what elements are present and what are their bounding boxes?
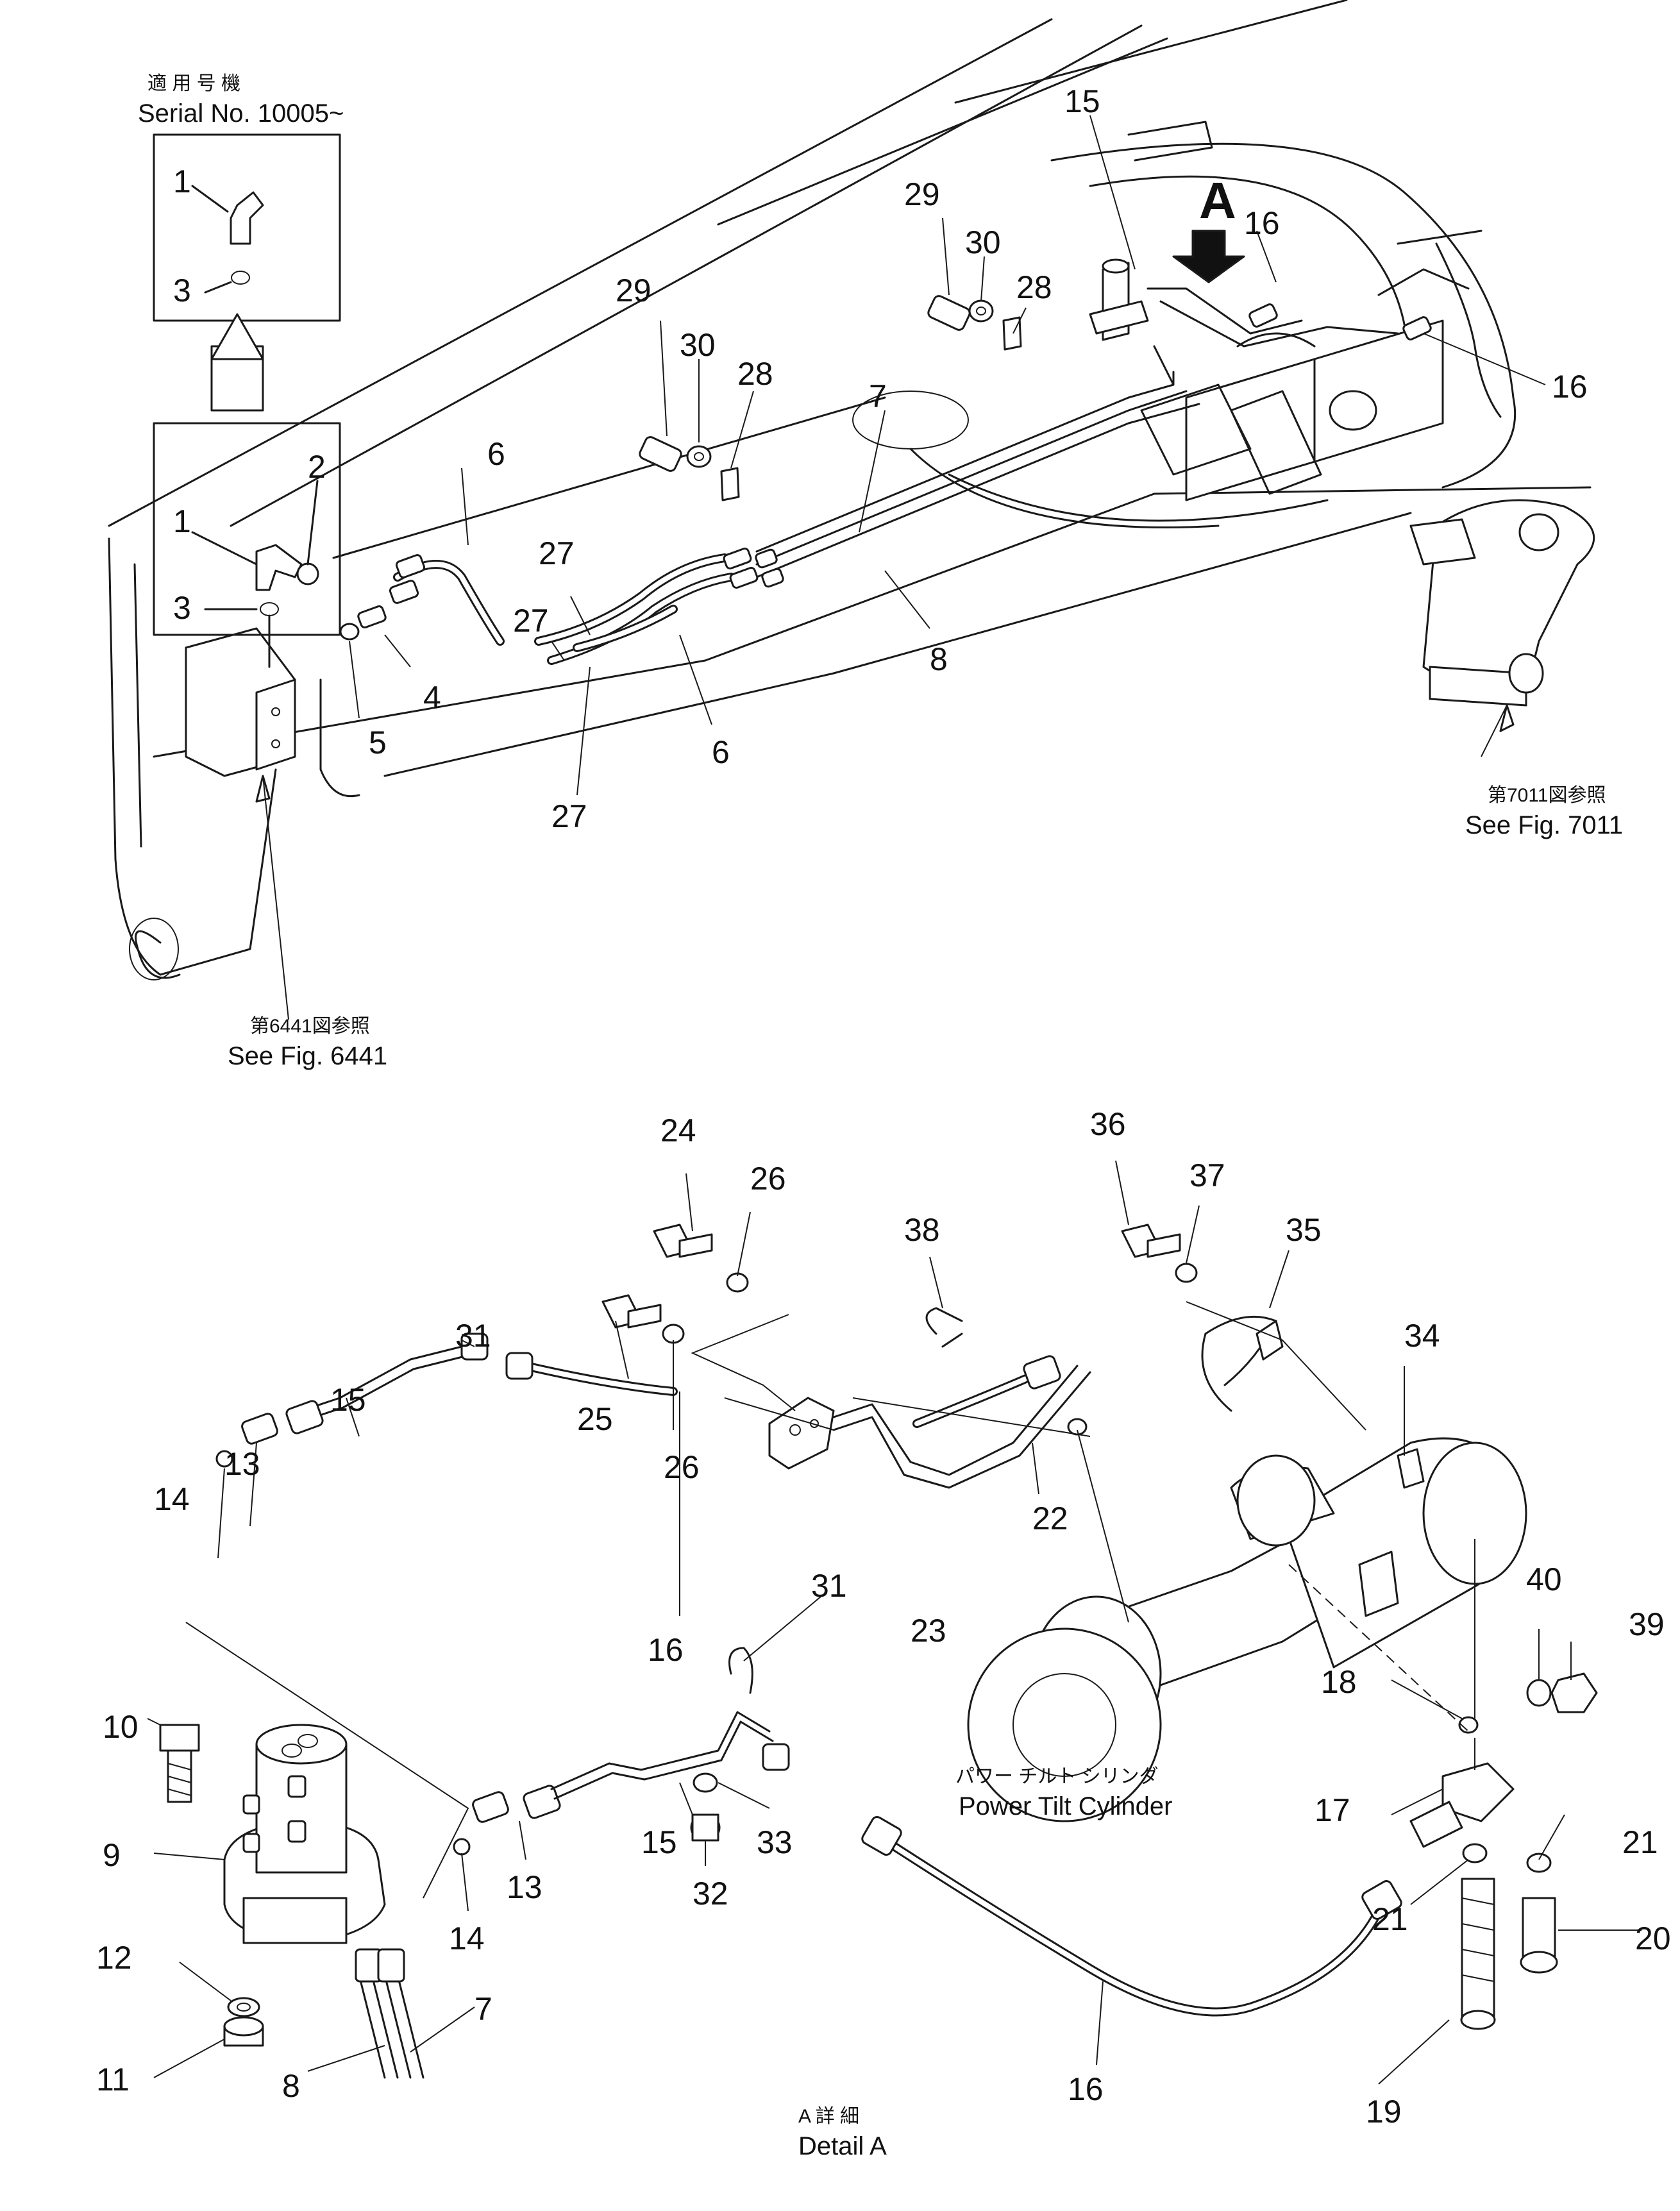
detail-a-drawing xyxy=(159,1223,1598,2079)
callout: 30 xyxy=(680,327,716,363)
callout: 31 xyxy=(811,1568,847,1604)
callout: 13 xyxy=(507,1869,542,1905)
callout: 37 xyxy=(1189,1157,1225,1193)
reference-notes: 第7011図参照 See Fig. 7011 第6441図参照 See Fig.… xyxy=(228,172,1623,2160)
detail-a-title-jp: A 詳 細 xyxy=(798,2106,859,2127)
callout: 27 xyxy=(513,603,549,639)
fig6441-note-jp: 第6441図参照 xyxy=(250,1016,370,1037)
callout: 21 xyxy=(1372,1901,1408,1937)
callout: 33 xyxy=(757,1824,793,1860)
callout: 18 xyxy=(1321,1664,1357,1700)
callout: 25 xyxy=(577,1401,613,1437)
callout: 1 xyxy=(173,164,191,199)
top-hose-routing xyxy=(339,287,1432,665)
callout: 27 xyxy=(551,798,587,834)
callout: 8 xyxy=(930,641,948,677)
callout: 39 xyxy=(1629,1606,1665,1642)
callout: 14 xyxy=(449,1921,485,1956)
header-note: 適 用 号 機 Serial No. 10005~ xyxy=(138,73,344,128)
callout: 5 xyxy=(369,725,387,761)
callout: 40 xyxy=(1526,1561,1562,1597)
serial-inset-box xyxy=(153,133,341,322)
callout: 16 xyxy=(1244,205,1280,241)
callout: 31 xyxy=(455,1318,491,1354)
callout: 23 xyxy=(911,1613,946,1649)
serial-title-jp: 適 用 号 機 xyxy=(147,73,240,94)
callout: 16 xyxy=(1068,2071,1104,2107)
serial-number: Serial No. 10005~ xyxy=(138,99,344,128)
callout: 16 xyxy=(648,1632,684,1668)
fig7011-note-jp: 第7011図参照 xyxy=(1488,785,1606,806)
cylinder-label-jp: パワー チルト シリンダ xyxy=(955,1766,1159,1787)
callout: 3 xyxy=(173,590,191,626)
callout: 8 xyxy=(282,2068,300,2104)
callout: 7 xyxy=(869,378,887,414)
callout: 28 xyxy=(737,356,773,392)
callout: 17 xyxy=(1315,1792,1350,1828)
callout: 15 xyxy=(1064,83,1100,119)
callout: 28 xyxy=(1016,269,1052,305)
callout: 13 xyxy=(224,1446,260,1482)
callout: 2 xyxy=(308,449,326,485)
callout: 26 xyxy=(664,1449,700,1485)
detail-a-title: Detail A xyxy=(798,2132,887,2160)
callout: 24 xyxy=(660,1113,696,1148)
detail-a-part-callouts: 24 26 38 36 37 35 31 34 15 25 26 13 14 2… xyxy=(96,1106,1671,2130)
callout: 6 xyxy=(712,734,730,770)
callout: 16 xyxy=(1552,369,1588,405)
callout: 22 xyxy=(1032,1501,1068,1536)
callout: 14 xyxy=(154,1481,190,1517)
frame-drawing xyxy=(108,0,1595,980)
callout: 15 xyxy=(641,1824,677,1860)
callout: 15 xyxy=(330,1382,366,1418)
view-a-marker: A xyxy=(1199,172,1236,229)
fig6441-note: See Fig. 6441 xyxy=(228,1042,387,1070)
cylinder-label: Power Tilt Cylinder xyxy=(959,1792,1172,1820)
callout: 35 xyxy=(1286,1212,1322,1248)
up-arrow xyxy=(210,313,264,412)
fig7011-note: See Fig. 7011 xyxy=(1465,811,1623,839)
callout: 12 xyxy=(96,1940,132,1976)
callout: 21 xyxy=(1622,1824,1658,1860)
callout: 34 xyxy=(1404,1318,1440,1354)
view-a-arrow xyxy=(1172,230,1245,283)
callout: 30 xyxy=(965,224,1001,260)
callout: 7 xyxy=(475,1991,492,2027)
callout: 3 xyxy=(173,273,191,308)
callout: 38 xyxy=(904,1212,940,1248)
callout: 6 xyxy=(487,436,505,472)
callout: 4 xyxy=(423,680,441,716)
callout: 20 xyxy=(1635,1921,1671,1956)
callout: 32 xyxy=(693,1876,728,1912)
callout: 11 xyxy=(96,2062,130,2098)
fitting-inset-box xyxy=(153,422,341,668)
top-part-callouts: 1 3 2 1 3 6 29 30 28 7 15 16 16 29 30 28… xyxy=(173,83,1588,834)
callout: 26 xyxy=(750,1161,786,1197)
top-leader-lines xyxy=(255,115,1546,1020)
callout: 9 xyxy=(103,1837,121,1873)
callout: 19 xyxy=(1366,2094,1402,2130)
callout: 29 xyxy=(616,273,651,308)
callout: 27 xyxy=(539,535,575,571)
callout: 1 xyxy=(173,503,191,539)
callout: 29 xyxy=(904,176,940,212)
detail-a-leader-lines xyxy=(147,1160,1642,2085)
callout: 10 xyxy=(103,1709,139,1745)
callout: 36 xyxy=(1090,1106,1126,1142)
